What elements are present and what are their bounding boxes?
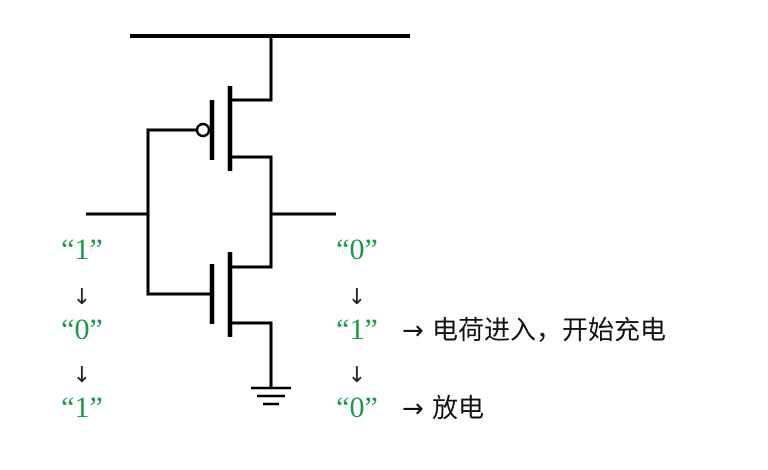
input-value-1: “1” <box>61 233 103 266</box>
output-value-2: “1” <box>336 313 378 346</box>
gate-connection <box>146 128 212 296</box>
nmos-ground-connection <box>230 321 273 388</box>
output-arrow-1: ↓ <box>348 285 366 310</box>
charge-annotation: → 电荷进入，开始充电 <box>402 316 666 346</box>
output-value-1: “0” <box>336 233 378 266</box>
input-arrow-2: ↓ <box>73 363 91 388</box>
ground-icon <box>251 386 291 406</box>
input-value-3: “1” <box>61 391 103 424</box>
output-arrow-2: ↓ <box>348 363 366 388</box>
input-arrow-1: ↓ <box>73 285 91 310</box>
pmos-vdd-connection <box>230 36 273 102</box>
pmos-output-connection <box>230 155 273 269</box>
discharge-annotation: → 放电 <box>402 394 484 424</box>
pmos-gate-bubble <box>195 122 211 138</box>
output-value-3: “0” <box>336 391 378 424</box>
input-value-2: “0” <box>61 313 103 346</box>
